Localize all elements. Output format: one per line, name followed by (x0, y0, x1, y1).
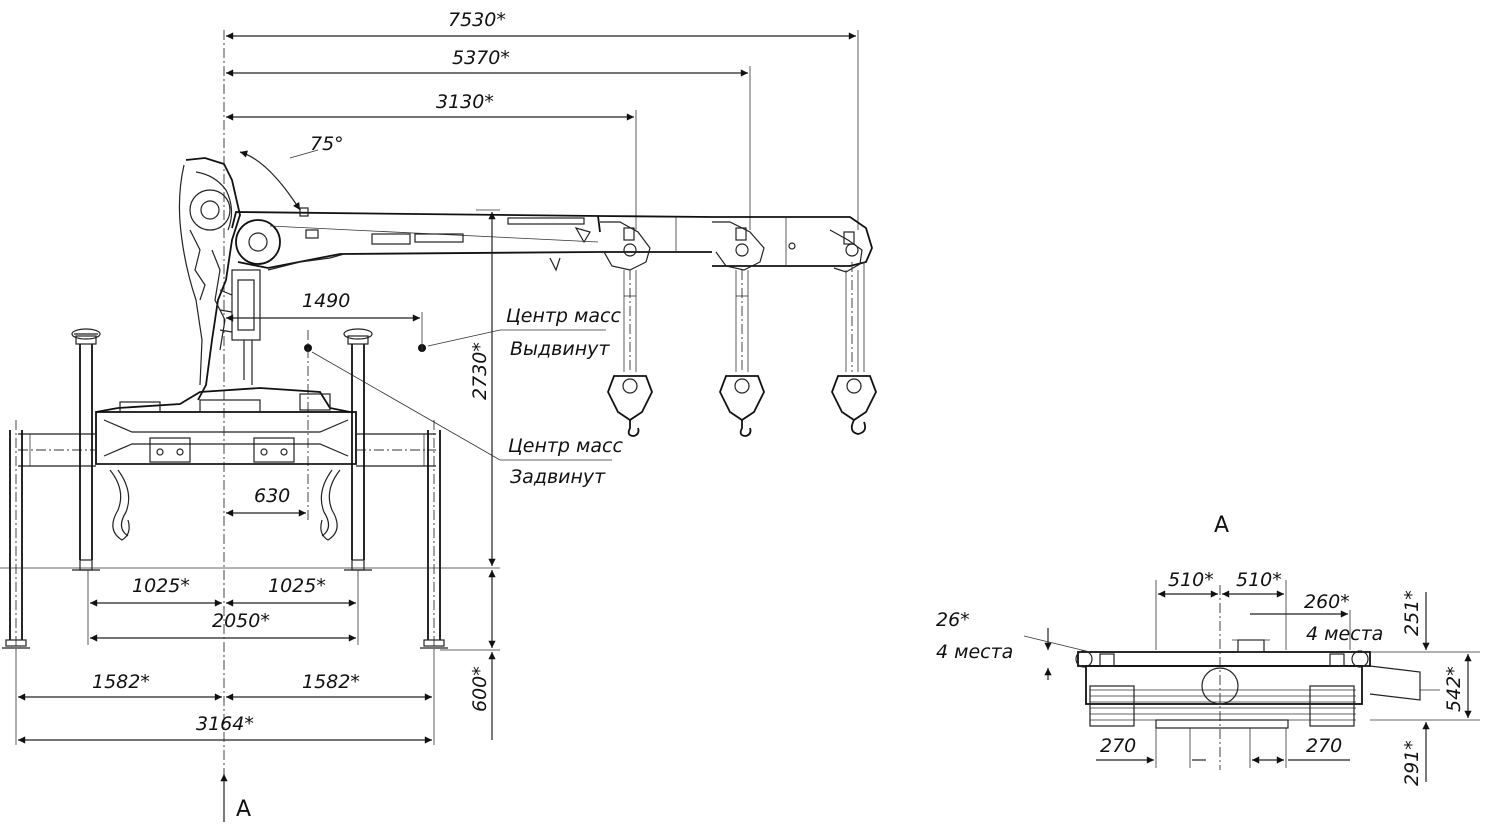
cm-retracted-label: Центр масс (508, 435, 623, 457)
view-a-dim-291: 291* (1401, 740, 1423, 786)
height-dimensions: 2730* 600* (440, 209, 500, 740)
outrigger-leg-right-inner (343, 328, 373, 571)
dim-2050: 2050* (212, 610, 270, 632)
dim-630: 630 (254, 485, 290, 507)
cm-extended-state: Выдвинут (510, 338, 610, 360)
view-arrow-a: А (220, 774, 251, 822)
hydraulic-hoses (109, 469, 341, 541)
view-a-top-plate (1077, 651, 1371, 667)
main-elevation-view: 7530* 5370* 3130* 75° (0, 9, 877, 822)
telescopic-sections (597, 215, 873, 273)
hook-block-1 (607, 270, 653, 437)
main-boom (231, 207, 601, 272)
view-arrow-label: А (236, 797, 251, 822)
view-a-dim-542: 542* (1443, 666, 1465, 712)
center-of-mass-markers: 1490 630 Центр масс Выдвинут Центр масс … (226, 290, 623, 520)
dim-1490: 1490 (302, 290, 350, 312)
reach-dimensions: 7530* 5370* 3130* (226, 9, 859, 230)
cm-retracted-state: Задвинут (510, 466, 606, 488)
base-frame (95, 387, 357, 465)
dim-1025-right: 1025* (268, 575, 326, 597)
dim-3130: 3130* (436, 91, 494, 113)
dim-3164: 3164* (196, 713, 254, 735)
view-a-dim-26-note: 4 места (936, 641, 1013, 663)
dim-5370: 5370* (452, 47, 510, 69)
crane-column (178, 157, 261, 401)
view-a-dim-510-right: 510* (1236, 569, 1282, 591)
base-dimensions: 1025* 1025* 2050* 1582* 1582* 3164* (15, 570, 435, 745)
view-a-title: А (1214, 513, 1229, 538)
view-a-dim-260: 260* (1304, 591, 1350, 613)
dim-2730: 2730* (469, 342, 491, 400)
dim-1582-right: 1582* (302, 671, 360, 693)
view-a-tubes (1090, 689, 1356, 721)
dim-7530: 7530* (448, 9, 506, 31)
outrigger-leg-left-outer (2, 420, 30, 650)
view-a-dim-260-note: 4 места (1306, 623, 1383, 645)
view-a-section: А 510* 510* 260* (936, 513, 1480, 786)
outrigger-leg-left-inner (71, 328, 101, 571)
hook-block-3 (831, 262, 877, 435)
outrigger-leg-right-outer (420, 420, 448, 650)
boom-angle-dimension: 75° (239, 133, 344, 211)
view-a-dim-26: 26* (936, 609, 970, 631)
view-a-dim-510-left: 510* (1168, 569, 1214, 591)
view-a-dim-270-right: 270 (1306, 735, 1342, 757)
dim-1025-left: 1025* (132, 575, 190, 597)
hook-block-2 (719, 270, 765, 437)
boom-pivot (235, 219, 281, 265)
dim-1582-left: 1582* (92, 671, 150, 693)
cm-extended-label: Центр масс (506, 305, 621, 327)
view-a-dim-251: 251* (1401, 590, 1423, 636)
dim-600: 600* (469, 666, 491, 712)
view-a-dim-270-left: 270 (1100, 735, 1136, 757)
outrigger-beams (18, 433, 436, 467)
angle-75: 75° (310, 133, 344, 155)
